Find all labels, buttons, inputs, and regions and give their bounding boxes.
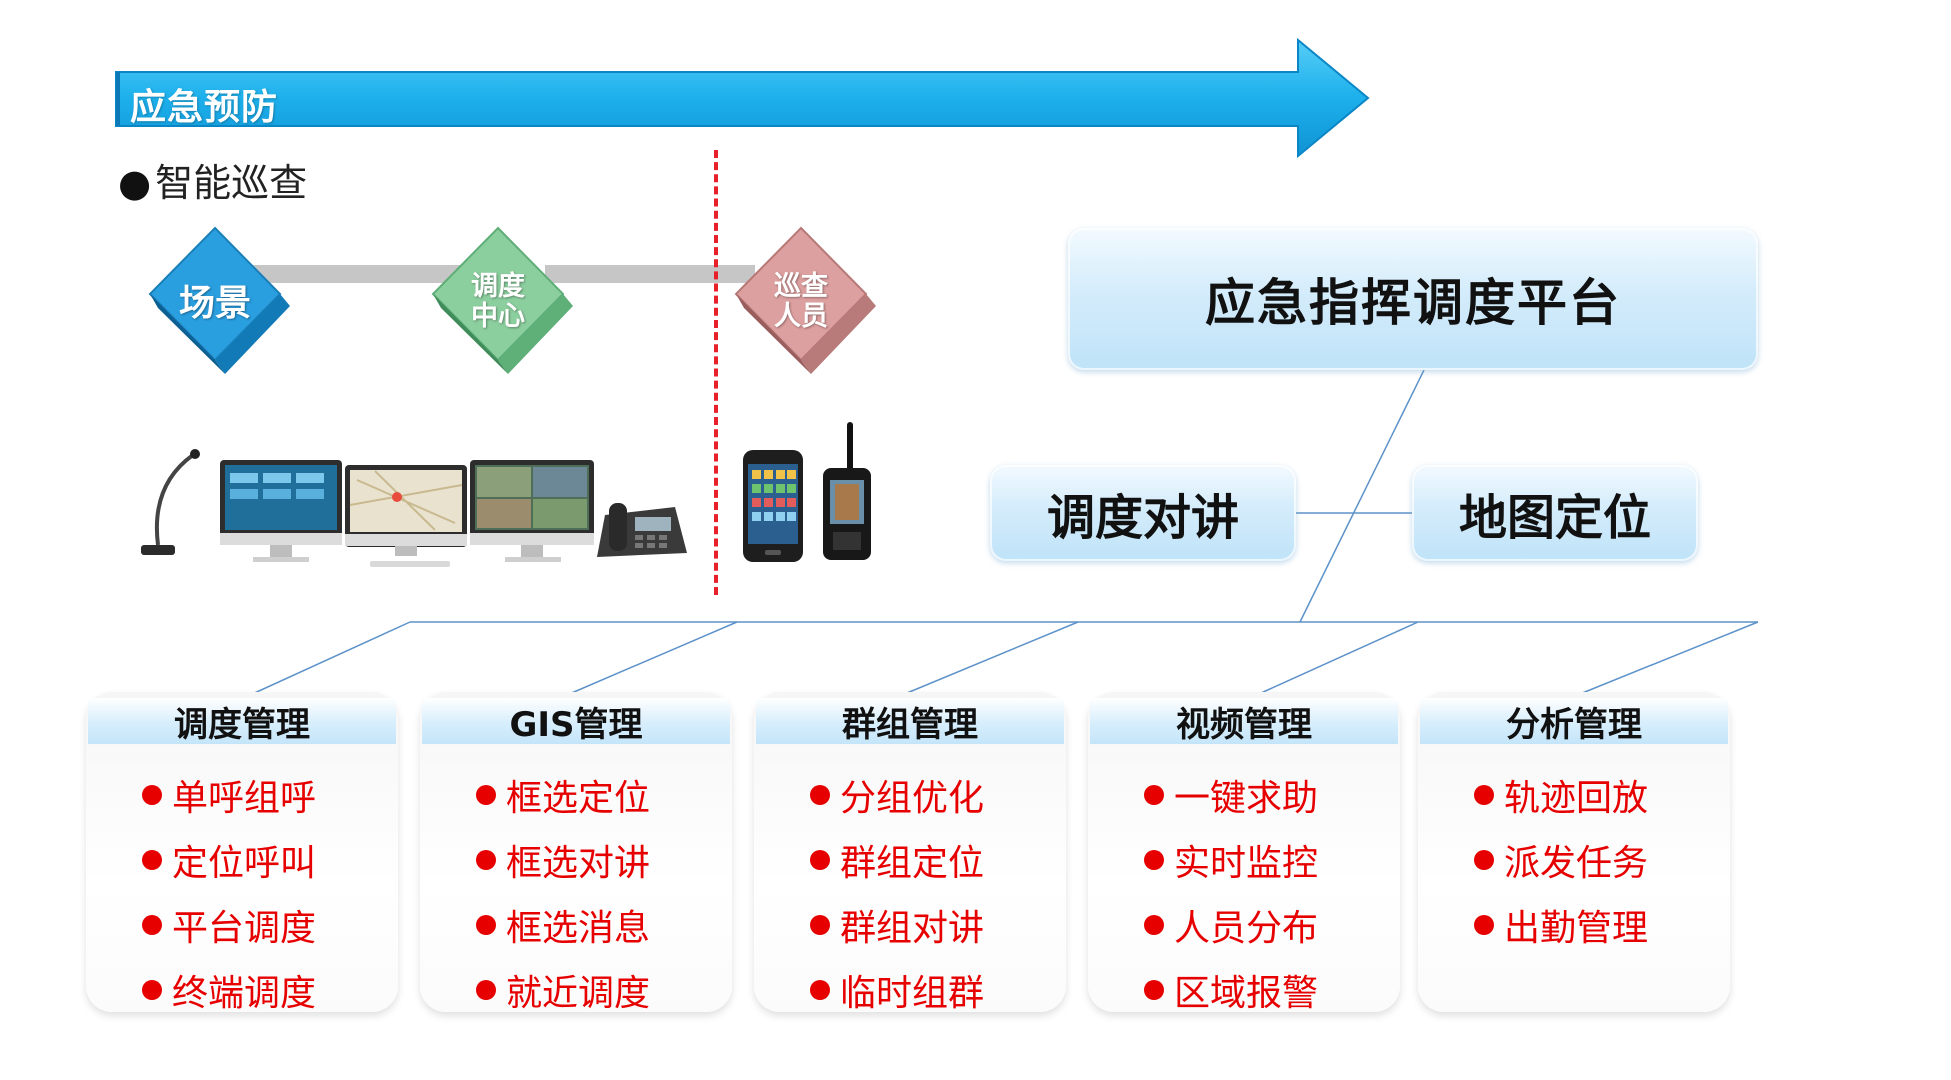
- list-item: 人员分布: [1144, 892, 1318, 957]
- module-title: 群组管理: [756, 698, 1064, 745]
- bullet-icon: [1144, 784, 1164, 805]
- bullet-icon: [1144, 849, 1164, 870]
- module-card-gis: GIS管理 框选定位 框选对讲 框选消息 就近调度: [420, 692, 732, 1014]
- list-item: 平台调度: [142, 892, 316, 957]
- bullet-icon: [476, 979, 496, 1000]
- map-location-box: 地图定位: [1412, 465, 1698, 561]
- list-item: 框选对讲: [476, 827, 650, 892]
- module-title: 分析管理: [1420, 698, 1728, 745]
- item-text: 群组对讲: [840, 907, 985, 949]
- module-title: GIS管理: [422, 698, 730, 745]
- bullet-icon: [1474, 784, 1494, 805]
- item-text: 群组定位: [840, 842, 985, 884]
- item-text: 框选消息: [506, 907, 651, 949]
- section-title: ●智能巡查: [118, 152, 307, 207]
- bullet-icon: [810, 979, 830, 1000]
- list-item: 出勤管理: [1474, 892, 1648, 957]
- list-item: 区域报警: [1144, 957, 1318, 1022]
- item-text: 分组优化: [840, 777, 985, 819]
- patrol-staff-diamond: [734, 226, 876, 374]
- patrol-staff-line1: 巡查: [774, 271, 828, 302]
- walkie-talkie-icon: [823, 422, 871, 560]
- dispatch-center-label: 调度 中心: [448, 272, 548, 331]
- module-title: 调度管理: [88, 698, 396, 745]
- patrol-staff-line2: 人员: [774, 300, 828, 332]
- list-item: 定位呼叫: [142, 827, 316, 892]
- bullet-icon: [476, 849, 496, 870]
- list-item: 一键求助: [1144, 762, 1318, 827]
- dispatch-equipment: [141, 449, 687, 567]
- dispatch-talk-box: 调度对讲: [990, 465, 1296, 561]
- flow-connector: [545, 265, 755, 283]
- list-item: 群组定位: [810, 827, 984, 892]
- list-item: 单呼组呼: [142, 762, 316, 827]
- patrol-staff-label: 巡查 人员: [751, 272, 851, 331]
- list-item: 框选消息: [476, 892, 650, 957]
- main-platform-box: 应急指挥调度平台: [1068, 228, 1758, 370]
- dispatch-center-line2: 中心: [471, 300, 525, 332]
- bullet-icon: [476, 914, 496, 935]
- item-text: 实时监控: [1174, 842, 1319, 884]
- microphone-icon: [141, 449, 200, 555]
- list-item: 轨迹回放: [1474, 762, 1648, 827]
- flow-connector: [250, 265, 470, 283]
- list-item: 实时监控: [1144, 827, 1318, 892]
- dispatch-center-line1: 调度: [471, 271, 525, 302]
- divider-line: [714, 150, 718, 595]
- list-item: 分组优化: [810, 762, 984, 827]
- item-text: 出勤管理: [1504, 907, 1649, 949]
- bullet-icon: [142, 784, 162, 805]
- item-text: 一键求助: [1174, 777, 1319, 819]
- module-card-analysis: 分析管理 轨迹回放 派发任务 出勤管理: [1418, 692, 1730, 1012]
- list-item: 派发任务: [1474, 827, 1648, 892]
- desk-phone-icon: [597, 503, 687, 557]
- item-text: 区域报警: [1174, 972, 1319, 1014]
- banner-arrow: [115, 37, 1370, 159]
- monitor-icon: [470, 460, 594, 562]
- bullet-icon: [1474, 849, 1494, 870]
- item-text: 单呼组呼: [172, 777, 317, 819]
- bullet-icon: [1474, 914, 1494, 935]
- item-text: 定位呼叫: [172, 842, 317, 884]
- bullet-icon: [810, 849, 830, 870]
- dispatch-center-diamond: [431, 226, 573, 374]
- item-text: 轨迹回放: [1504, 777, 1649, 819]
- bullet-icon: [1144, 979, 1164, 1000]
- module-card-group: 群组管理 分组优化 群组定位 群组对讲 临时组群: [754, 692, 1066, 1014]
- smartphone-icon: [743, 450, 803, 562]
- bullet-icon: [1144, 914, 1164, 935]
- terminal-devices: [743, 422, 871, 562]
- item-text: 终端调度: [172, 972, 317, 1014]
- bullet-icon: [142, 914, 162, 935]
- list-item: 终端调度: [142, 957, 316, 1022]
- monitor-icon: [220, 460, 342, 562]
- bullet-icon: [810, 914, 830, 935]
- item-text: 临时组群: [840, 972, 985, 1014]
- item-text: 就近调度: [506, 972, 651, 1014]
- list-item: 就近调度: [476, 957, 650, 1022]
- module-card-dispatch: 调度管理 单呼组呼 定位呼叫 平台调度 终端调度: [86, 692, 398, 1014]
- banner-title: 应急预防: [130, 87, 279, 128]
- bullet-icon: [142, 849, 162, 870]
- module-card-video: 视频管理 一键求助 实时监控 人员分布 区域报警: [1088, 692, 1400, 1014]
- bullet-icon: [476, 784, 496, 805]
- list-item: 群组对讲: [810, 892, 984, 957]
- item-text: 平台调度: [172, 907, 317, 949]
- list-item: 框选定位: [476, 762, 650, 827]
- module-title: 视频管理: [1090, 698, 1398, 745]
- list-item: 临时组群: [810, 957, 984, 1022]
- bullet-icon: [810, 784, 830, 805]
- item-text: 框选对讲: [506, 842, 651, 884]
- monitor-icon: [345, 465, 467, 567]
- scene-label: 场景: [178, 283, 251, 324]
- item-text: 人员分布: [1174, 907, 1319, 949]
- bullet-icon: ●: [118, 161, 152, 205]
- item-text: 派发任务: [1504, 842, 1649, 884]
- item-text: 框选定位: [506, 777, 651, 819]
- scene-diamond: [148, 226, 290, 374]
- bullet-icon: [142, 979, 162, 1000]
- section-title-text: 智能巡查: [155, 161, 308, 205]
